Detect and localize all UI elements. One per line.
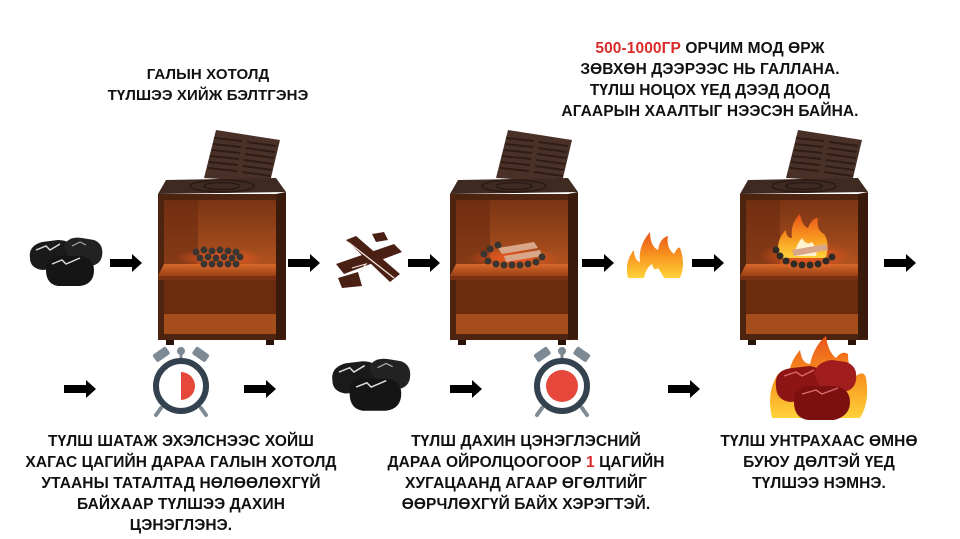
step6-caption-highlight: 1 [585, 454, 595, 471]
arrow-icon [582, 254, 614, 272]
step4-caption: ТҮЛШ ШАТАЖ ЭХЭЛСНЭЭС ХОЙШ ХАГАС ЦАГИЙН Д… [0, 431, 362, 536]
arrow-icon [884, 254, 916, 272]
step3-caption-line: 500-1000ГР ОРЧИМ МОД ӨРЖ [520, 38, 900, 59]
step4-caption-line: ЦЭНЭГЛЭНЭ. [129, 517, 233, 534]
step1-caption-line: ТҮЛШЭЭ ХИЙЖ БЭЛТГЭНЭ [107, 87, 309, 104]
step1-caption: ГАЛЫН ХОТОЛД ТҮЛШЭЭ ХИЙЖ БЭЛТГЭНЭ [88, 64, 328, 106]
step7-caption: ТҮЛШ УНТРАХААС ӨМНӨ БУЮУ ДӨЛТЭЙ ҮЕД ТҮЛШ… [696, 431, 942, 494]
step7-caption-line: ТҮЛШЭЭ НЭМНЭ. [752, 475, 886, 492]
arrow-icon [288, 254, 320, 272]
full-hour-clock-icon [526, 346, 598, 418]
half-hour-clock-icon [145, 346, 217, 418]
burning-coal-icon [770, 336, 868, 420]
step3-caption-highlight: 500-1000ГР [595, 40, 681, 57]
step1-caption-line: ГАЛЫН ХОТОЛД [146, 66, 270, 83]
step4-caption-line: ТҮЛШ ШАТАЖ ЭХЭЛСНЭЭС ХОЙШ [48, 433, 314, 450]
step6-caption-line: ӨӨРЧЛӨХГҮЙ БАЙХ ХЭРЭГТЭЙ. [401, 496, 651, 513]
arrow-icon [110, 254, 142, 272]
arrow-icon [668, 380, 700, 398]
step6-caption-line: ХУГАЦААНД АГААР ӨГӨЛТИЙГ [405, 475, 647, 492]
arrow-icon [450, 380, 482, 398]
step7-caption-line: БУЮУ ДӨЛТЭЙ ҮЕД [743, 454, 895, 471]
step4-caption-line: УТААНЫ ТАТАЛТАД НӨЛӨӨЛӨХГҮЙ [41, 475, 321, 492]
coal-icon [29, 236, 104, 287]
stove-with-coal-icon [157, 130, 287, 346]
stove-burning-icon [739, 130, 869, 346]
stove-with-wood-icon [449, 130, 579, 346]
step6-caption: ТҮЛШ ДАХИН ЦЭНЭГЛЭСНИЙ ДАРАА ОЙРОЛЦООГОО… [366, 431, 686, 515]
arrow-icon [64, 380, 96, 398]
arrow-icon [692, 254, 724, 272]
flame-icon [626, 232, 683, 278]
coal-icon [331, 358, 411, 412]
arrow-icon [408, 254, 440, 272]
step6-caption-line2-post: ЦАГИЙН [594, 454, 665, 471]
arrow-icon [244, 380, 276, 398]
step6-caption-line: ДАРАА ОЙРОЛЦООГООР 1 ЦАГИЙН [366, 452, 686, 473]
step3-caption-line: ТҮЛШ НОЦОХ ҮЕД ДЭЭД ДООД [589, 82, 831, 99]
step3-caption-line: АГААРЫН ХААЛТЫГ НЭЭСЭН БАЙНА. [561, 103, 859, 120]
step3-caption-line1-rest: ОРЧИМ МОД ӨРЖ [680, 40, 825, 57]
step7-caption-line: ТҮЛШ УНТРАХААС ӨМНӨ [720, 433, 918, 450]
firewood-icon [336, 232, 402, 288]
step6-caption-line: ТҮЛШ ДАХИН ЦЭНЭГЛЭСНИЙ [411, 433, 641, 450]
step3-caption: 500-1000ГР ОРЧИМ МОД ӨРЖ ЗӨВХӨН ДЭЭРЭЭС … [520, 38, 900, 122]
step6-caption-line2-pre: ДАРАА ОЙРОЛЦООГООР [387, 454, 586, 471]
step3-caption-line: ЗӨВХӨН ДЭЭРЭЭС НЬ ГАЛЛАНА. [580, 61, 840, 78]
step4-caption-line: ХАГАС ЦАГИЙН ДАРАА ГАЛЫН ХОТОЛД [25, 454, 337, 471]
step4-caption-line: БАЙХААР ТҮЛШЭЭ ДАХИН [76, 496, 286, 513]
